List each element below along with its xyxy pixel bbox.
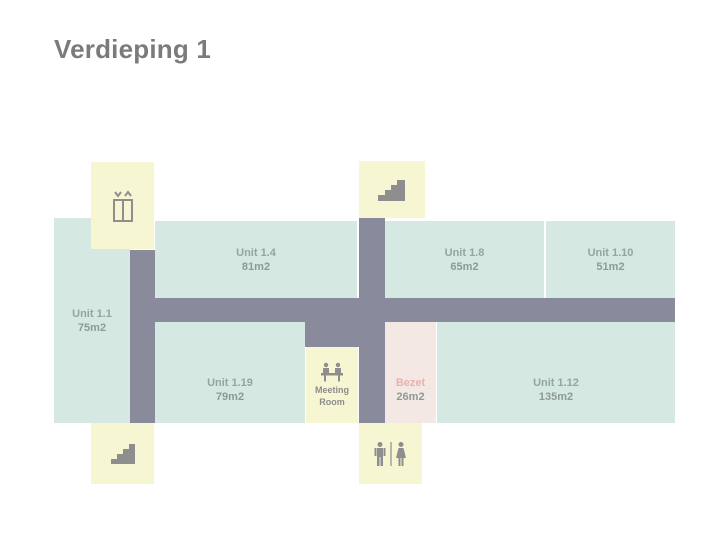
unit-1-8[interactable]: Unit 1.8 65m2 xyxy=(385,221,544,298)
unit-name: Unit 1.12 xyxy=(533,376,579,389)
unit-occupied[interactable]: Bezet 26m2 xyxy=(385,322,436,423)
unit-1-10[interactable]: Unit 1.10 51m2 xyxy=(546,221,675,298)
corridor-meeting-lobby xyxy=(305,322,359,347)
unit-name: Unit 1.1 xyxy=(72,307,112,320)
unit-area: 135m2 xyxy=(538,390,574,403)
corridor-vertical-center xyxy=(359,218,385,423)
restroom-icon xyxy=(374,441,408,466)
meeting-room-label: Meeting Room xyxy=(315,384,349,408)
unit-area: 26m2 xyxy=(396,390,425,403)
stairs-core-bottom xyxy=(91,423,154,484)
page-title: Verdieping 1 xyxy=(54,34,212,64)
corridor-vertical-left xyxy=(130,250,155,423)
unit-1-4[interactable]: Unit 1.4 81m2 xyxy=(155,221,357,298)
meeting-room[interactable]: Meeting Room xyxy=(306,347,358,423)
unit-area: 79m2 xyxy=(215,390,245,403)
restroom-core xyxy=(359,423,422,484)
unit-1-12[interactable]: Unit 1.12 135m2 xyxy=(437,322,675,423)
stairs-core-top xyxy=(359,161,425,218)
unit-area: 51m2 xyxy=(596,260,625,273)
meeting-room-label-line2: Room xyxy=(319,397,345,407)
elevator-core xyxy=(91,162,154,249)
unit-name: Unit 1.10 xyxy=(587,246,634,259)
elevator-icon xyxy=(112,189,134,223)
unit-name: Unit 1.19 xyxy=(207,376,253,389)
corridor-horizontal xyxy=(130,298,675,322)
stairs-icon xyxy=(378,179,406,201)
unit-name: Unit 1.8 xyxy=(444,246,485,259)
unit-area: 75m2 xyxy=(77,321,107,334)
meeting-room-icon xyxy=(321,362,343,382)
unit-1-1[interactable]: Unit 1.1 75m2 xyxy=(54,218,130,423)
unit-area: 65m2 xyxy=(450,260,479,273)
unit-area: 81m2 xyxy=(241,260,271,273)
unit-1-19[interactable]: Unit 1.19 79m2 xyxy=(155,322,305,423)
occupied-status: Bezet xyxy=(395,376,426,389)
stairs-icon xyxy=(110,443,135,464)
unit-name: Unit 1.4 xyxy=(236,246,276,259)
meeting-room-label-line1: Meeting xyxy=(314,385,349,395)
